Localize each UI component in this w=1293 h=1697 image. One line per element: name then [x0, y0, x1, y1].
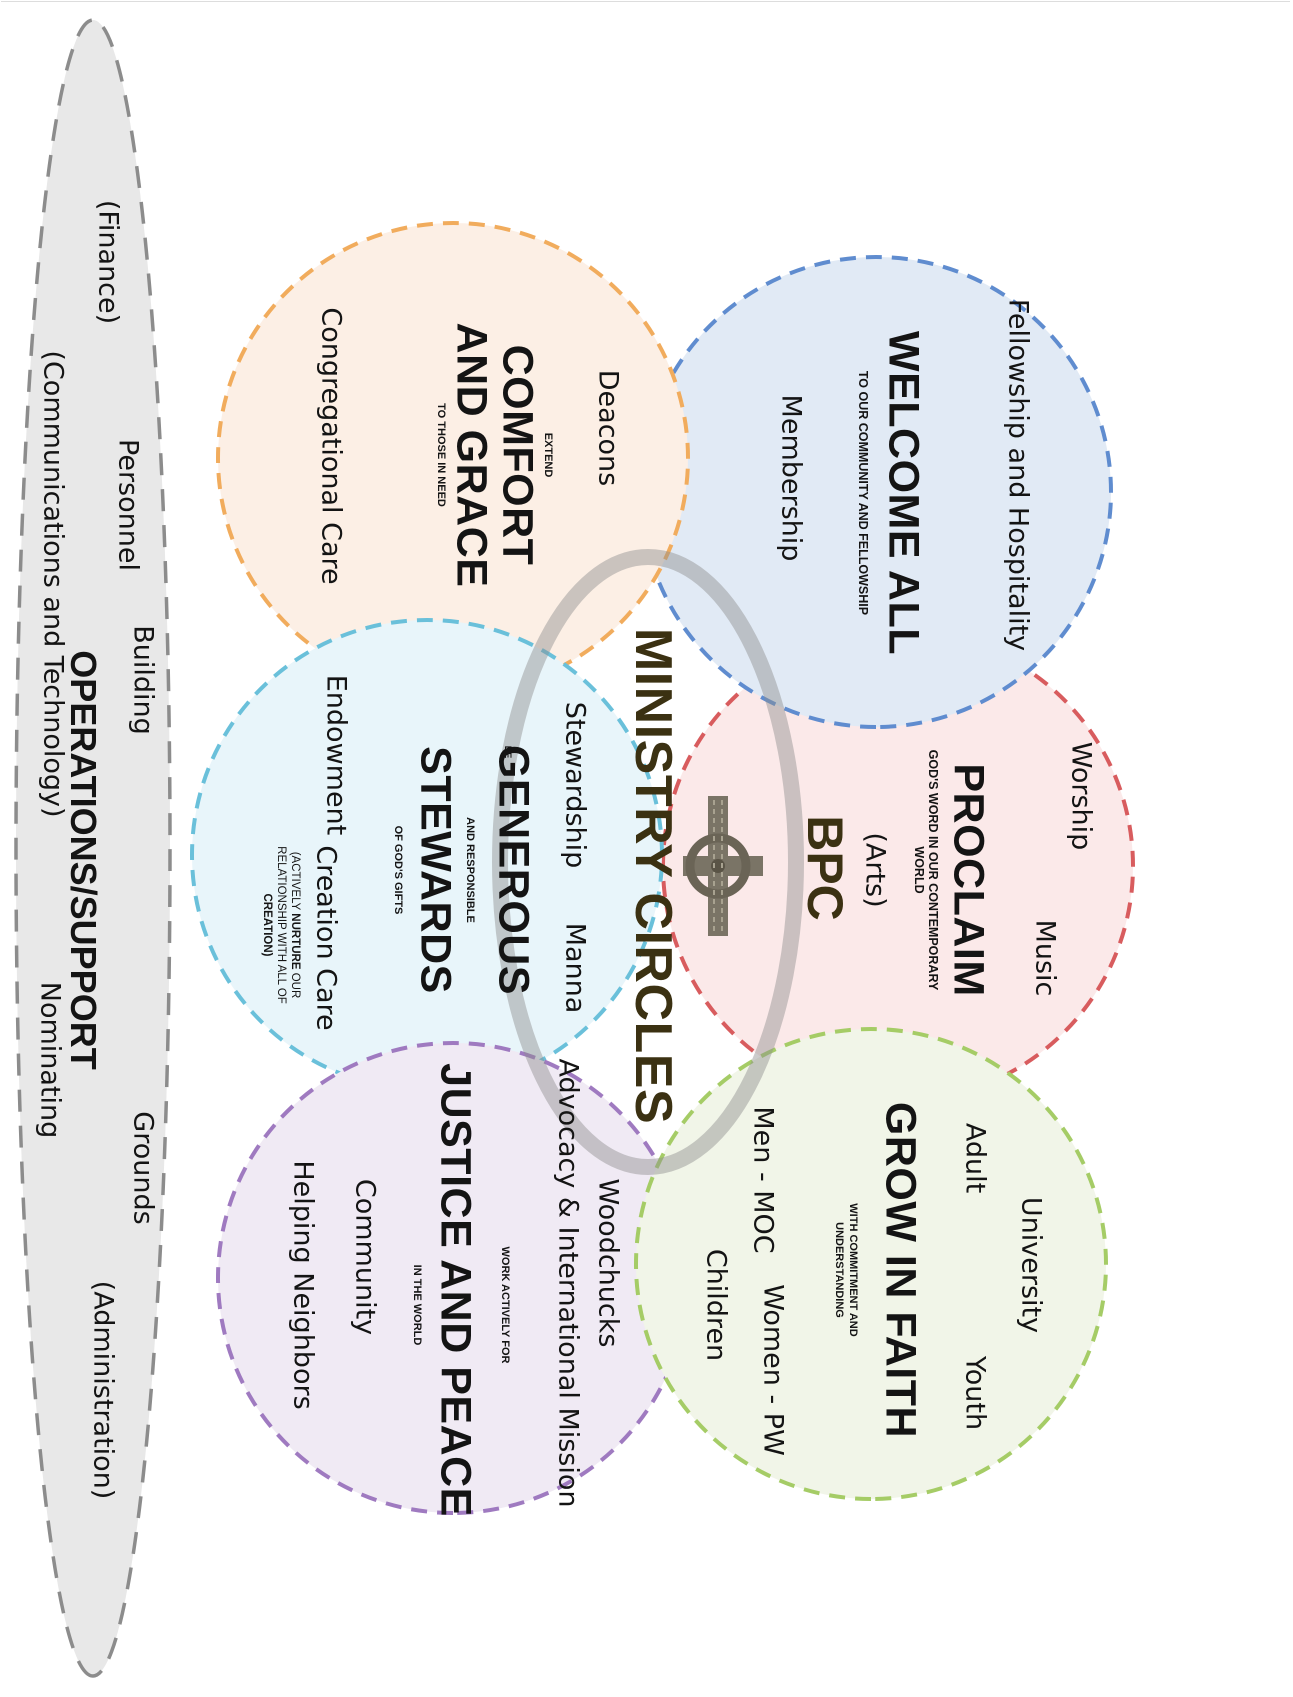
grow-item-adult: Adult: [959, 1122, 991, 1194]
welcome-title: WELCOME ALL: [879, 331, 928, 655]
stewards-item-creation-care: Creation Care: [310, 845, 342, 1031]
justice-item-advocacy: Advocacy & International Mission: [552, 1058, 584, 1508]
grow-subtitle: WITH COMMITMENT AND UNDERSTANDING: [832, 1203, 860, 1336]
grow-subtitle-line1: WITH COMMITMENT AND: [847, 1203, 859, 1337]
stewards-item-endowment: Endowment: [320, 674, 352, 836]
stewards-subtitle: OF GOD'S GIFTS: [392, 825, 404, 915]
stewards-note-line3: CREATION): [261, 893, 273, 957]
operations-ellipse: [14, 18, 172, 1678]
stewards-note-line2: RELATIONSHIP WITH ALL OF: [275, 846, 287, 1004]
proclaim-subtitle-text: GOD'S WORD IN OUR CONTEMPORARY WORLD: [912, 749, 940, 991]
stewards-note-post: OUR: [289, 969, 301, 999]
center-ring: [492, 549, 804, 1175]
operations-item-building: Building: [127, 625, 159, 735]
welcome-circle: [639, 255, 1113, 729]
stewards-note-line1: (ACTIVELY NURTURE OUR: [288, 846, 302, 1004]
grow-title: GROW IN FAITH: [876, 1101, 925, 1439]
grow-subtitle-line2: UNDERSTANDING: [833, 1222, 845, 1318]
grow-item-women: Women - PW: [757, 1284, 789, 1456]
justice-subtitle: IN THE WORLD: [411, 1264, 423, 1346]
stewards-title-line1: GENEROUS: [489, 744, 538, 996]
comfort-item-deacons: Deacons: [592, 369, 624, 487]
comfort-title-line2: AND GRACE: [447, 322, 496, 588]
comfort-subtitle: TO THOSE IN NEED: [435, 403, 447, 507]
stewards-item-manna: Manna: [559, 922, 591, 1014]
justice-item-woodchucks: Woodchucks: [592, 1178, 624, 1348]
stewards-title-line2: STEWARDS: [411, 746, 460, 994]
grow-circle: [634, 1027, 1108, 1501]
welcome-subtitle: TO OUR COMMUNITY AND FELLOWSHIP: [856, 370, 870, 616]
grow-item-men: Men - MOC: [747, 1106, 779, 1254]
ministry-circles-title: MINISTRY CIRCLES: [624, 627, 682, 1125]
comfort-item-care: Congregational Care: [315, 307, 347, 585]
celtic-cross-icon: [683, 796, 763, 936]
operations-item-finance: (Finance): [92, 199, 124, 325]
operations-item-administration: (Administration): [87, 1280, 119, 1500]
stewards-mid: AND RESPONSIBLE: [464, 817, 476, 923]
proclaim-item-arts: (Arts): [859, 832, 891, 908]
comfort-pre: EXTEND: [542, 432, 554, 478]
proclaim-subtitle: GOD'S WORD IN OUR CONTEMPORARY WORLD: [912, 735, 940, 1005]
justice-title: JUSTICE AND PEACE: [431, 1063, 480, 1517]
justice-pre: WORK ACTIVELY FOR: [499, 1246, 511, 1364]
grow-item-children: Children: [700, 1248, 732, 1362]
operations-item-grounds: Grounds: [127, 1111, 159, 1225]
operations-item-nominating: Nominating: [34, 981, 66, 1139]
welcome-item-membership: Membership: [775, 394, 807, 562]
stewards-note: (ACTIVELY NURTURE OUR RELATIONSHIP WITH …: [260, 846, 302, 1004]
proclaim-item-worship: Worship: [1065, 741, 1097, 851]
grow-item-youth: Youth: [959, 1355, 991, 1431]
welcome-item-fellowship: Fellowship and Hospitality: [1002, 298, 1034, 652]
justice-item-community: Community: [349, 1178, 381, 1336]
stewards-note-pre: (ACTIVELY: [289, 851, 301, 914]
stewards-item-stewardship: Stewardship: [559, 701, 591, 869]
comfort-title-line1: COMFORT: [493, 344, 542, 566]
stewards-note-bold: NURTURE: [289, 913, 301, 970]
proclaim-item-music: Music: [1029, 919, 1061, 997]
bpc-badge: BPC: [797, 815, 853, 921]
operations-item-personnel: Personnel: [112, 439, 144, 571]
proclaim-title: PROCLAIM: [944, 763, 993, 997]
operations-title: OPERATIONS/SUPPORT: [63, 650, 104, 1070]
grow-item-university: University: [1015, 1196, 1047, 1334]
justice-item-helping: Helping Neighbors: [287, 1160, 319, 1410]
